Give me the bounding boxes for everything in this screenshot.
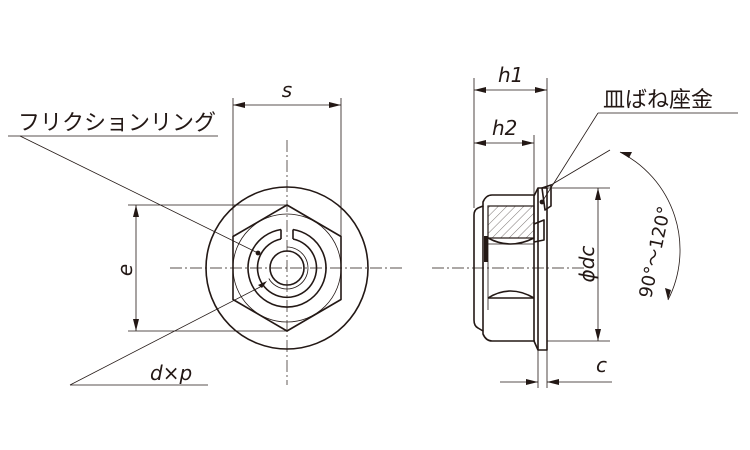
side-view bbox=[432, 184, 585, 351]
friction-ring-section bbox=[487, 205, 535, 239]
label-disc-spring-washer: 皿ばね座金 bbox=[603, 88, 713, 113]
dim-c: c bbox=[500, 350, 612, 388]
washer-callout: 皿ばね座金 bbox=[541, 88, 738, 203]
label-e: e bbox=[113, 264, 137, 276]
thread-major-circle bbox=[268, 246, 309, 290]
dim-h2: h2 bbox=[474, 116, 535, 196]
friction-ring-inner bbox=[256, 238, 318, 299]
hex-body-outline bbox=[473, 194, 535, 342]
hex-chamfer-circle bbox=[232, 213, 342, 323]
dim-dc: ϕdc bbox=[547, 187, 610, 342]
dim-s: s bbox=[232, 78, 342, 236]
label-dc: ϕdc bbox=[575, 246, 599, 283]
dim-e: e bbox=[113, 204, 287, 332]
label-c: c bbox=[596, 353, 607, 377]
front-view bbox=[170, 140, 405, 385]
label-friction-ring: フリクションリング bbox=[18, 111, 216, 136]
flange-side-outline bbox=[533, 187, 548, 351]
thread-leader-arrow bbox=[258, 281, 267, 288]
thread-minor-circle bbox=[269, 250, 305, 286]
friction-ring-outline bbox=[247, 228, 327, 308]
thread-callout: d×p bbox=[69, 285, 263, 386]
label-s: s bbox=[282, 78, 292, 102]
label-spring-angle: 90°～120° bbox=[636, 204, 676, 300]
friction-ring-callout: フリクションリング bbox=[8, 111, 259, 254]
flange-outline bbox=[205, 186, 369, 350]
label-h1: h1 bbox=[498, 63, 523, 87]
label-thread: d×p bbox=[150, 361, 192, 385]
label-h2: h2 bbox=[492, 116, 517, 140]
dim-spring-angle: 90°～120° bbox=[550, 149, 681, 301]
